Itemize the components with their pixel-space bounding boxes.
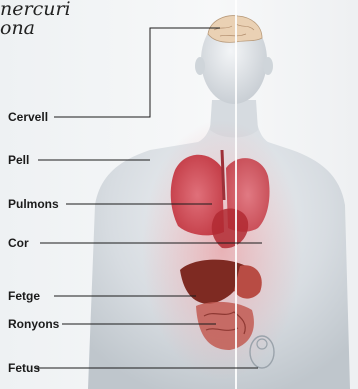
label-lungs: Pulmons bbox=[8, 197, 59, 211]
page-title: nercuri ona bbox=[0, 0, 71, 38]
label-brain: Cervell bbox=[8, 110, 48, 124]
label-liver: Fetge bbox=[8, 289, 40, 303]
title-line-2: ona bbox=[0, 19, 71, 38]
label-kidneys: Ronyons bbox=[8, 317, 59, 331]
label-heart: Cor bbox=[8, 236, 29, 250]
label-skin: Pell bbox=[8, 153, 29, 167]
label-fetus: Fetus bbox=[8, 361, 40, 375]
